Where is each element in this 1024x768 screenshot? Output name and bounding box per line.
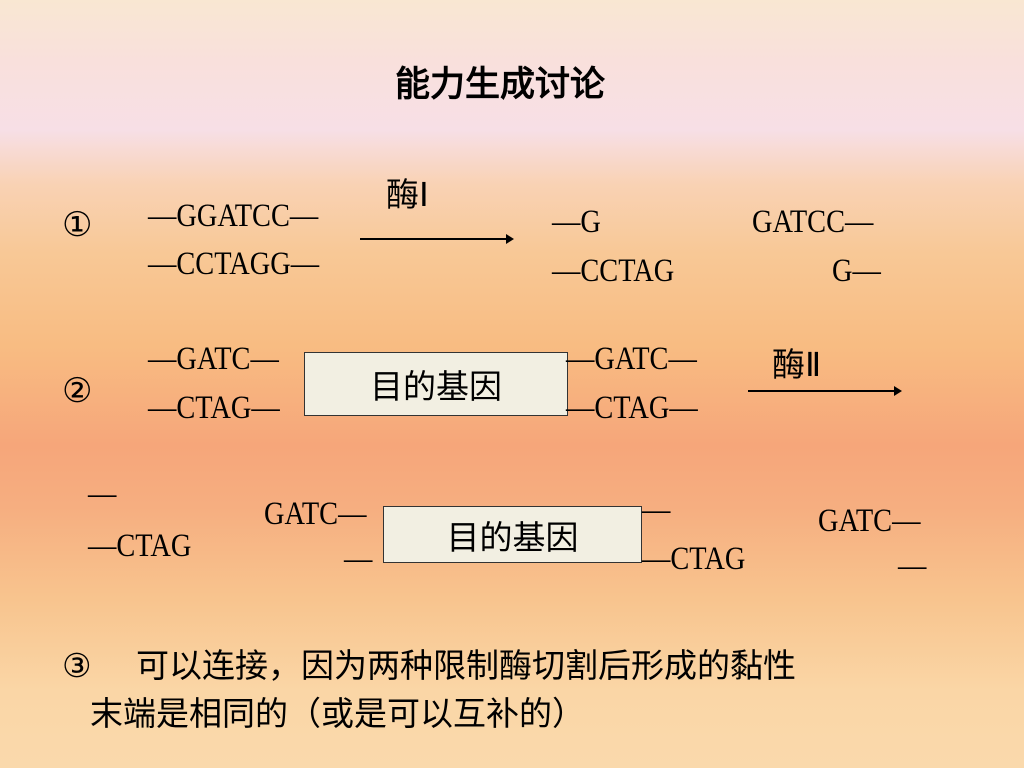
row3-mid-left-top: GATC— [264,496,367,532]
gene-box-2: 目的基因 [383,506,642,563]
row2-right-top-strand: —GATC— [566,341,697,377]
row1-left-top-strand: —GGATCC— [148,198,319,234]
conclusion-marker: ③ [62,646,92,685]
conclusion-line-2: 末端是相同的（或是可以互补的） [90,694,585,733]
gene-box-1: 目的基因 [304,352,568,416]
row2-left-top-strand: —GATC— [148,341,279,377]
row3-mid-right-top: — [642,492,671,528]
row1-result-a-top: —G [552,204,601,240]
row1-marker: ① [62,205,93,245]
gene-box-2-label: 目的基因 [446,517,579,557]
row1-arrow [360,234,514,244]
row3-mid-left-bottom: — [344,541,373,577]
gene-box-1-label: 目的基因 [370,367,502,406]
row2-marker: ② [62,371,93,411]
row3-frag1-bottom: —CTAG [88,528,192,564]
row2-left-bottom-strand: —CTAG— [148,390,280,426]
row1-result-b-top: GATCC— [752,204,874,240]
row2-right-bottom-strand: —CTAG— [566,390,698,426]
row3-frag3-top: GATC— [818,503,921,539]
row1-result-b-bottom: G— [832,253,881,289]
enzyme-1-label: 酶Ⅰ [386,175,429,214]
conclusion-line-1: 可以连接，因为两种限制酶切割后形成的黏性 [136,646,796,685]
row3-frag3-bottom: — [898,548,927,584]
row1-left-bottom-strand: —CCTAGG— [148,246,320,282]
row3-frag1-top: — [88,476,117,512]
row2-arrow [748,386,902,396]
row3-mid-right-bottom: —CTAG [642,541,746,577]
slide-title: 能力生成讨论 [394,65,605,105]
row1-result-a-bottom: —CCTAG [552,253,675,289]
enzyme-2-label: 酶Ⅱ [772,345,822,384]
